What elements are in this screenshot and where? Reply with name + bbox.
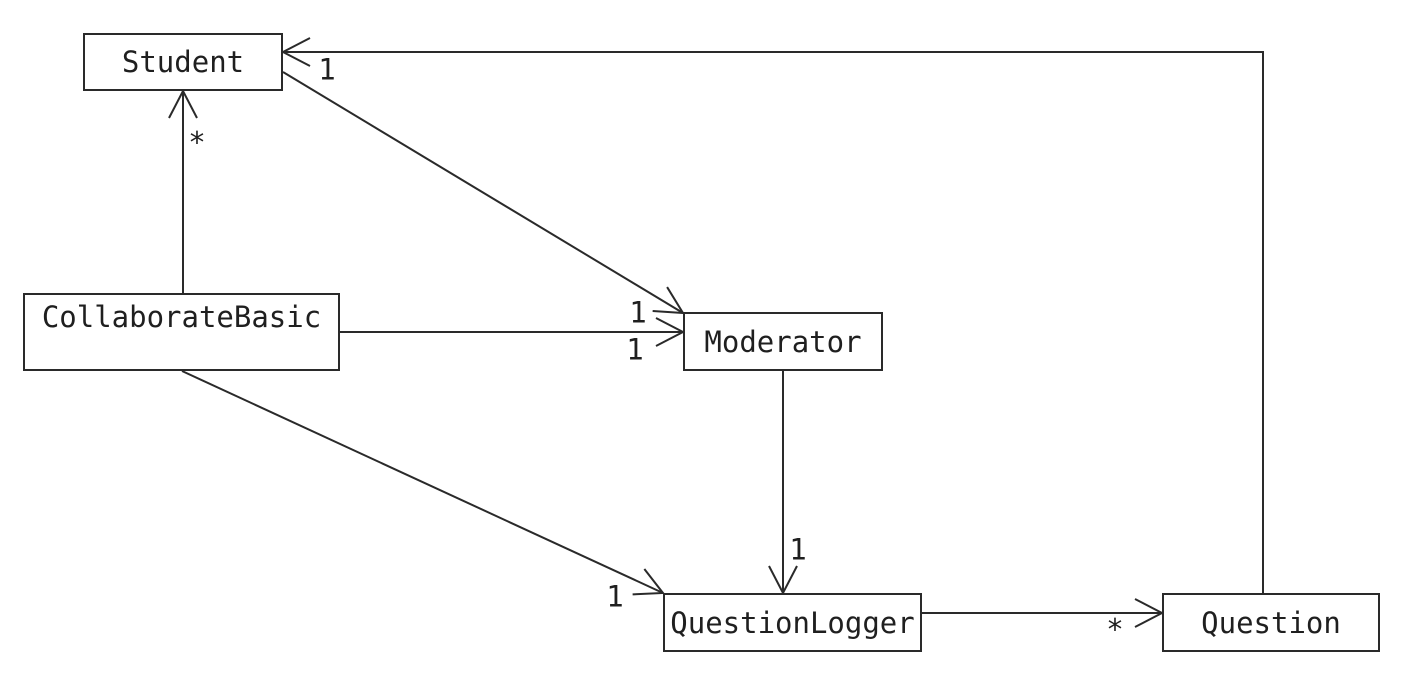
multiplicity-question-student: 1 <box>318 52 336 87</box>
edge-student-to-moderator <box>282 71 685 315</box>
multiplicity-questionlogger-question: * <box>1106 612 1124 647</box>
multiplicity-student-moderator: 1 <box>629 295 647 330</box>
node-student: Student <box>83 33 283 91</box>
node-student-label: Student <box>121 45 245 79</box>
node-collaborate-basic-label: CollaborateBasic <box>41 300 322 334</box>
node-moderator-label: Moderator <box>704 324 862 359</box>
node-question-label: Question <box>1201 605 1341 640</box>
node-question: Question <box>1162 593 1380 652</box>
edge-collaboratebasic-to-questionlogger <box>181 370 665 596</box>
node-question-logger: QuestionLogger <box>663 593 922 652</box>
multiplicity-moderator-questionlogger: 1 <box>789 532 807 567</box>
multiplicity-collaboratebasic-student: * <box>188 125 206 160</box>
node-collaborate-basic: CollaborateBasic <box>23 293 340 371</box>
edge-question-to-student <box>280 37 1264 593</box>
node-moderator: Moderator <box>683 312 883 371</box>
multiplicity-collaboratebasic-questionlogger: 1 <box>606 579 624 614</box>
node-question-logger-label: QuestionLogger <box>670 605 915 640</box>
multiplicity-collaboratebasic-moderator: 1 <box>626 332 644 367</box>
